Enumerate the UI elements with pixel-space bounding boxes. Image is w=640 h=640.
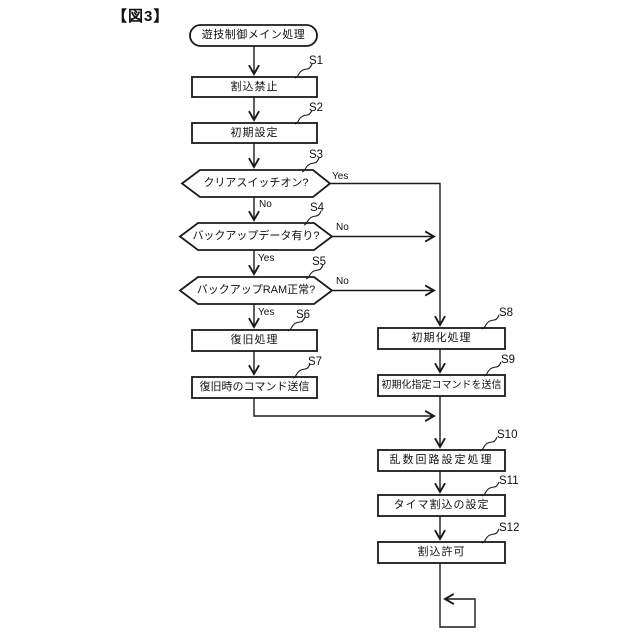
step-label-s11: S11 bbox=[499, 475, 519, 487]
leader-squiggle-s11 bbox=[481, 481, 500, 497]
branch-label-s3-no: No bbox=[259, 199, 272, 210]
process-box-s11 bbox=[377, 494, 506, 517]
edge-s12-loop-back bbox=[439, 563, 476, 628]
process-box-s10 bbox=[377, 449, 506, 472]
branch-label-s4-yes: Yes bbox=[258, 253, 275, 264]
leader-squiggle-s5 bbox=[305, 264, 324, 280]
node-s2-label: 初期設定 bbox=[230, 126, 279, 139]
leader-squiggle-s4 bbox=[303, 210, 322, 226]
leader-squiggle-s9 bbox=[483, 361, 502, 377]
node-s10-label: 乱数回路設定処理 bbox=[389, 454, 494, 466]
step-label-s4: S4 bbox=[310, 202, 325, 214]
node-s1-label: 割込禁止 bbox=[230, 80, 279, 93]
leader-squiggle-s12 bbox=[481, 528, 500, 544]
leader-squiggle-s3 bbox=[301, 157, 320, 173]
branch-label-s4-no: No bbox=[336, 222, 349, 233]
step-label-s12: S12 bbox=[499, 522, 520, 534]
node-s8-label: 初期化処理 bbox=[411, 332, 472, 344]
node-s4-label: バックアップデータ有り? bbox=[192, 230, 320, 242]
figure-title: 【図3】 bbox=[112, 8, 170, 25]
step-label-s9: S9 bbox=[501, 354, 516, 366]
leader-squiggle-s2 bbox=[294, 109, 313, 125]
edge-s7-to-trunk bbox=[253, 398, 436, 422]
leader-squiggle-s6 bbox=[287, 316, 306, 332]
node-s12-label: 割込許可 bbox=[417, 546, 466, 558]
process-box-s9 bbox=[377, 374, 506, 397]
leader-squiggle-s7 bbox=[292, 363, 311, 379]
node-s5-label: バックアップRAM正常? bbox=[196, 284, 316, 296]
leader-squiggle-s1 bbox=[294, 63, 313, 79]
process-box-s8 bbox=[377, 327, 506, 350]
step-label-s3: S3 bbox=[309, 149, 324, 161]
step-label-s8: S8 bbox=[499, 307, 514, 319]
step-label-s6: S6 bbox=[296, 309, 311, 321]
node-s3-label: クリアスイッチオン? bbox=[203, 177, 309, 189]
node-s6-label: 復旧処理 bbox=[230, 334, 279, 346]
branch-label-s5-yes: Yes bbox=[258, 307, 275, 318]
step-label-s2: S2 bbox=[309, 102, 324, 114]
step-label-s10: S10 bbox=[497, 429, 518, 441]
step-label-s1: S1 bbox=[309, 55, 324, 67]
leader-squiggle-s10 bbox=[479, 436, 498, 452]
node-s11-label: タイマ割込の設定 bbox=[393, 499, 490, 511]
node-start-label: 遊技制御メイン処理 bbox=[201, 29, 306, 41]
node-s7-label: 復旧時のコマンド送信 bbox=[199, 381, 310, 393]
process-box-s12 bbox=[377, 541, 506, 564]
step-label-s5: S5 bbox=[312, 256, 327, 268]
node-s9-label: 初期化指定コマンドを送信 bbox=[381, 379, 502, 391]
branch-label-s5-no: No bbox=[336, 276, 349, 287]
edge-s3-yes-to-s8 bbox=[330, 182, 446, 327]
step-label-s7: S7 bbox=[308, 356, 323, 368]
leader-squiggle-s8 bbox=[481, 314, 500, 330]
branch-label-s3-yes: Yes bbox=[332, 171, 349, 182]
